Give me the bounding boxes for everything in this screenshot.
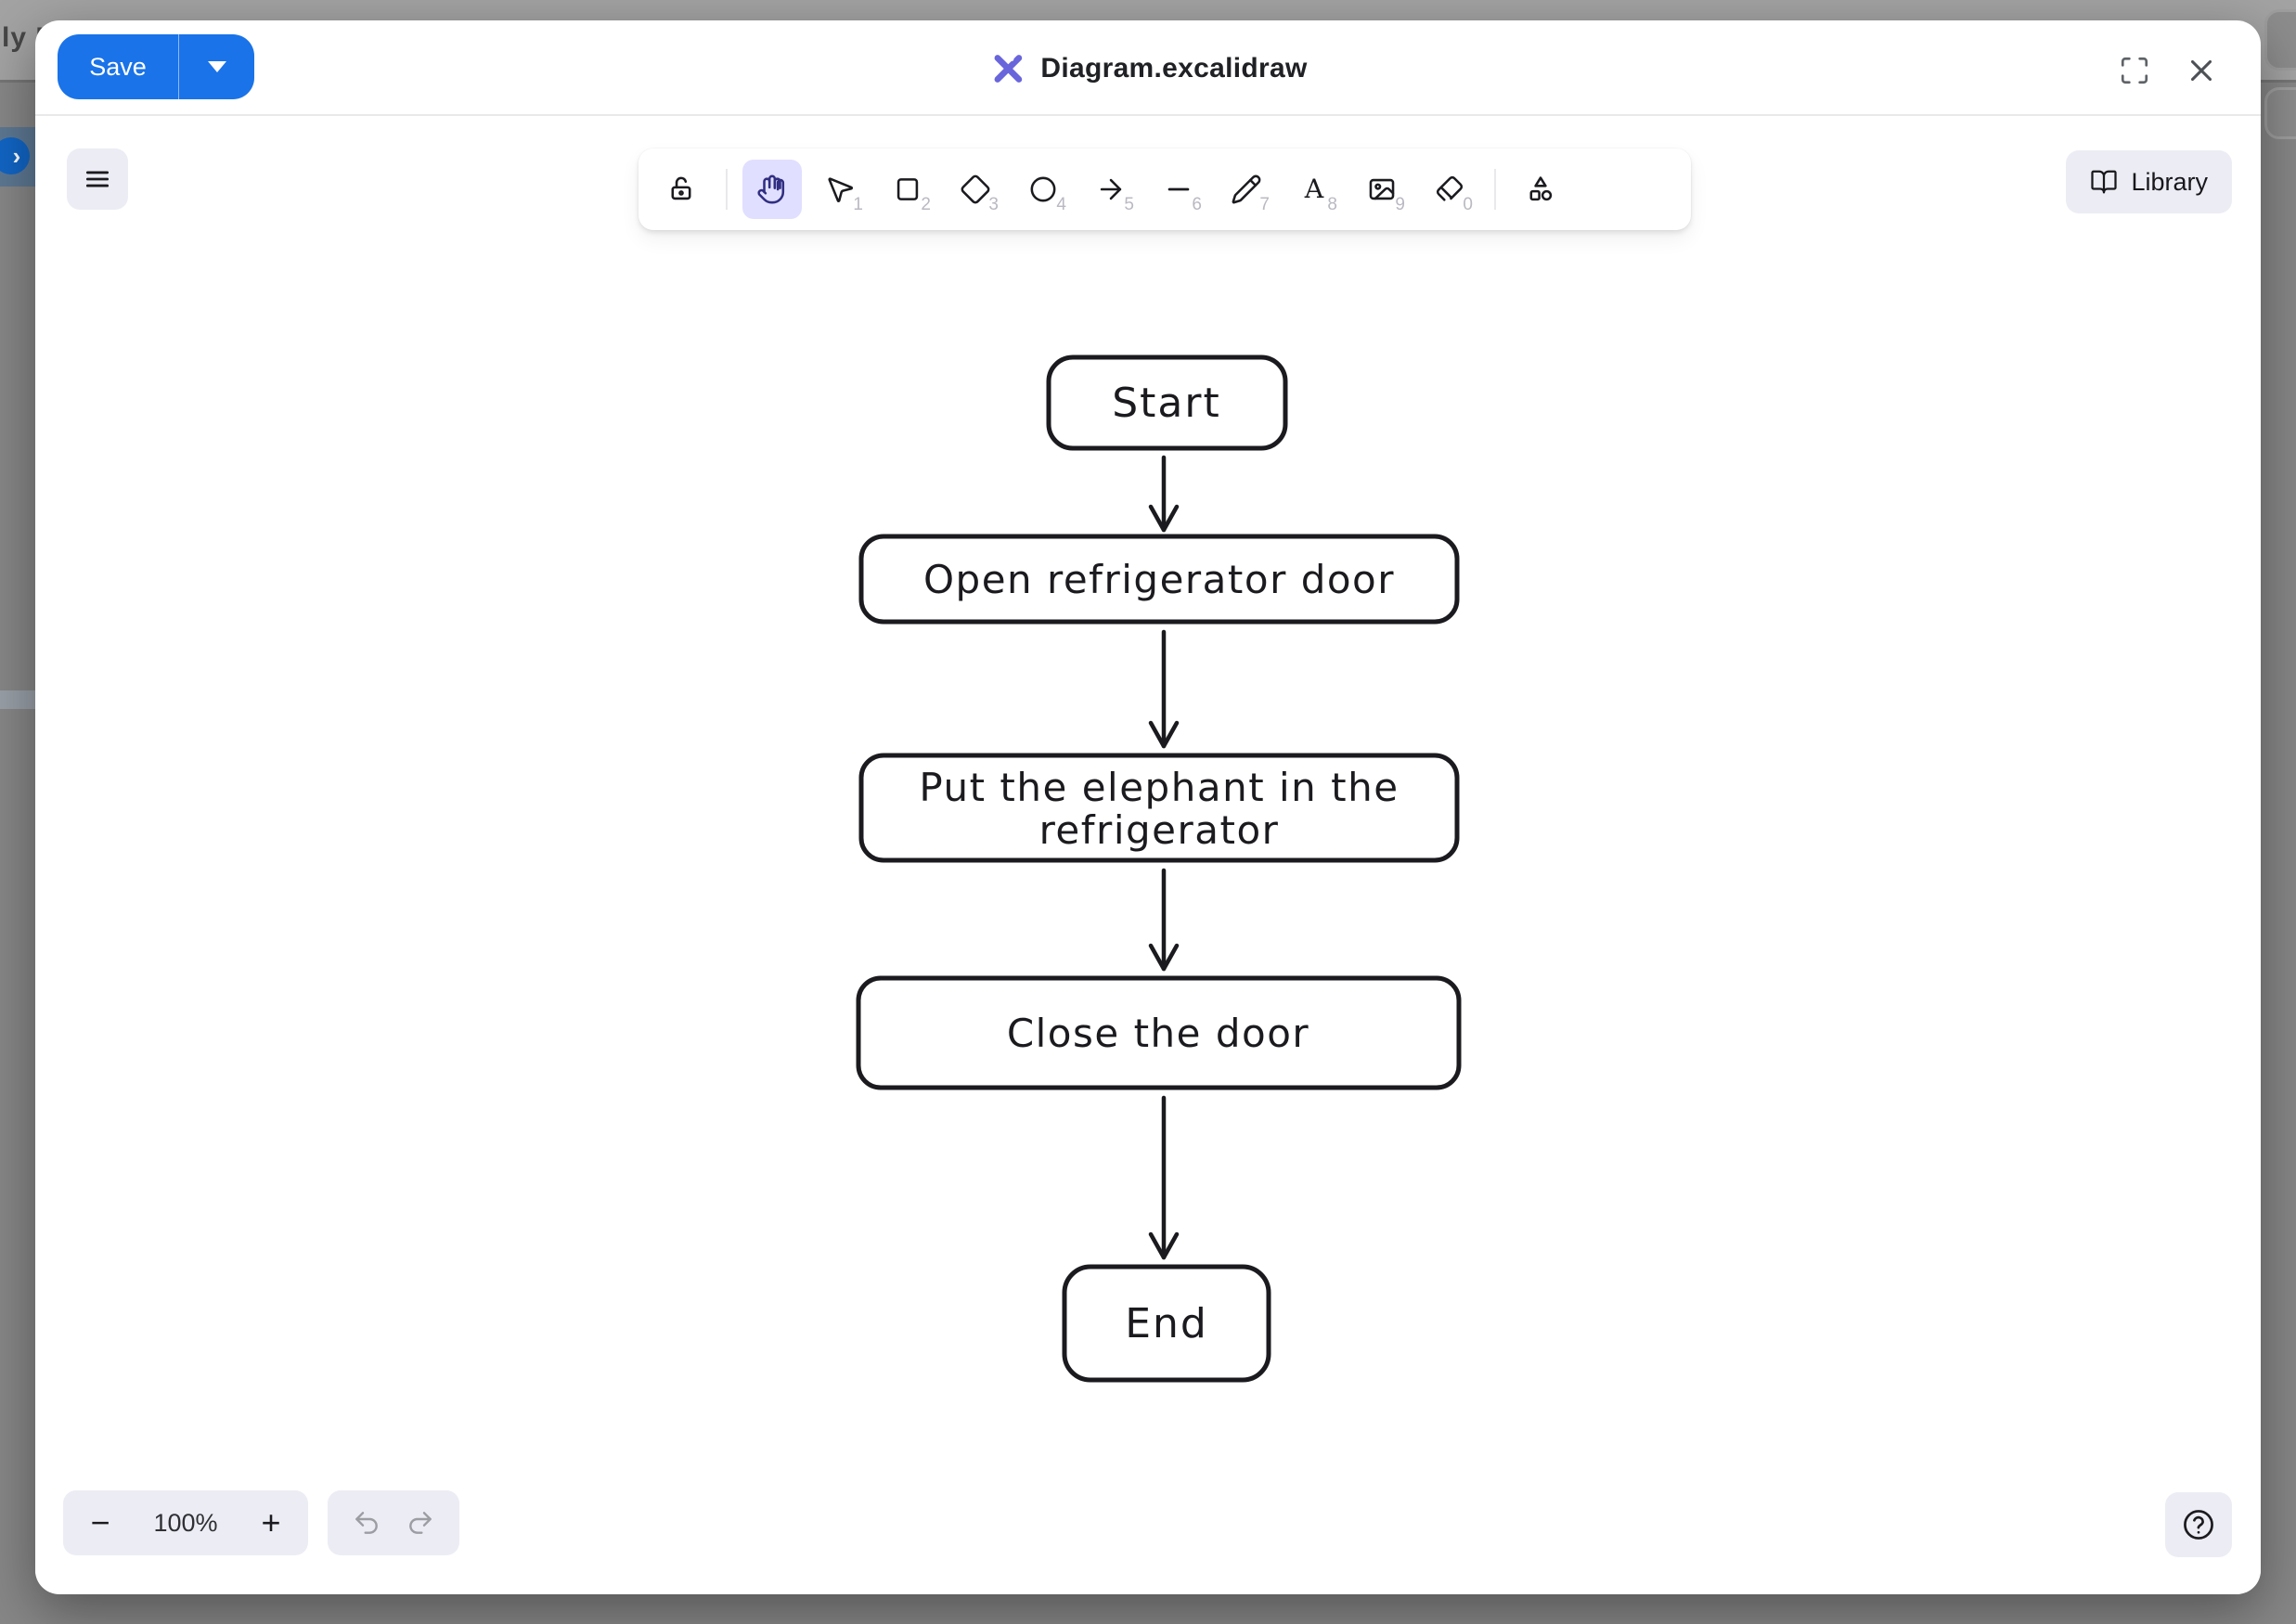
library-button[interactable]: Library: [2066, 150, 2232, 213]
help-icon: [2181, 1507, 2216, 1542]
shapes-icon: [1525, 174, 1556, 205]
shortcut-label: 4: [1056, 195, 1066, 214]
text-tool-button[interactable]: A 8: [1284, 160, 1344, 219]
undo-button[interactable]: [352, 1508, 381, 1538]
diamond-tool-button[interactable]: 3: [946, 160, 1005, 219]
pencil-icon: [1231, 174, 1262, 205]
line-icon: [1163, 174, 1194, 205]
redo-icon: [406, 1508, 435, 1538]
zoom-level[interactable]: 100%: [153, 1508, 218, 1537]
lock-tool-button[interactable]: [651, 160, 711, 219]
toolbar-divider: [1494, 169, 1496, 210]
diamond-icon: [960, 174, 991, 205]
flowchart-node-end[interactable]: [1062, 1264, 1271, 1383]
book-icon: [2090, 168, 2118, 196]
background-card: [2264, 87, 2296, 139]
chevron-down-icon: [207, 61, 226, 72]
shortcut-label: 8: [1327, 195, 1337, 214]
flowchart-node-open[interactable]: [858, 534, 1460, 625]
flowchart-node-label: Start: [1112, 380, 1221, 427]
rectangle-tool-button[interactable]: 2: [878, 160, 937, 219]
menu-icon: [82, 163, 113, 195]
excalidraw-logo-icon: [988, 49, 1027, 88]
flowchart-arrow[interactable]: [1148, 455, 1180, 533]
arrow-tool-button[interactable]: 5: [1081, 160, 1141, 219]
document-title: Diagram.excalidraw: [1040, 52, 1308, 84]
draw-tool-button[interactable]: 7: [1217, 160, 1276, 219]
flowchart-node-label: End: [1125, 1300, 1208, 1347]
flowchart-node-put[interactable]: [858, 753, 1460, 863]
shortcut-label: 1: [853, 195, 863, 214]
document-title-group: Diagram.excalidraw: [988, 20, 1307, 116]
image-tool-button[interactable]: 9: [1352, 160, 1412, 219]
flowchart-node-label: Open refrigerator door: [923, 557, 1395, 602]
modal-header: Save Diagram.excalidraw: [35, 20, 2261, 116]
more-shapes-tool-button[interactable]: [1511, 160, 1570, 219]
canvas[interactable]: Start Open refrigerator door Put the ele…: [35, 116, 2261, 1592]
close-button[interactable]: [2181, 50, 2222, 91]
line-tool-button[interactable]: 6: [1149, 160, 1208, 219]
background-expand-button: ›: [0, 137, 30, 174]
flowchart-arrow[interactable]: [1148, 1095, 1180, 1260]
flowchart-node-label: Put the elephant in the: [919, 765, 1399, 810]
eraser-tool-button[interactable]: 0: [1420, 160, 1479, 219]
main-menu-button[interactable]: [67, 148, 128, 210]
arrow-icon: [1095, 174, 1127, 205]
hand-icon: [756, 174, 788, 205]
ellipse-tool-button[interactable]: 4: [1013, 160, 1073, 219]
help-button[interactable]: [2165, 1492, 2232, 1557]
save-button[interactable]: Save: [58, 34, 178, 99]
save-button-group: Save: [58, 34, 254, 99]
shortcut-label: 2: [921, 195, 931, 214]
flowchart-node-label: Close the door: [1007, 1011, 1309, 1056]
shortcut-label: 9: [1395, 195, 1405, 214]
ellipse-icon: [1027, 174, 1059, 205]
zoom-controls: − 100% +: [63, 1490, 308, 1555]
shortcut-label: 7: [1259, 195, 1270, 214]
tool-island: 1 2 3: [638, 148, 1691, 230]
flowchart-node-start[interactable]: [1046, 354, 1288, 451]
lock-open-icon: [665, 174, 697, 205]
background-row: [0, 690, 35, 709]
history-controls: [328, 1490, 459, 1555]
background-card: [2264, 9, 2296, 71]
flowchart-canvas: Start Open refrigerator door Put the ele…: [856, 354, 1462, 1383]
redo-button[interactable]: [406, 1508, 435, 1538]
svg-text:A: A: [1304, 174, 1324, 204]
selection-tool-button[interactable]: 1: [810, 160, 870, 219]
eraser-icon: [1434, 174, 1465, 205]
close-icon: [2184, 53, 2219, 88]
image-icon: [1366, 174, 1398, 205]
toolbar-divider: [726, 169, 728, 210]
shortcut-label: 3: [988, 195, 999, 214]
rectangle-icon: [892, 174, 923, 205]
shortcut-label: 5: [1124, 195, 1134, 214]
flowchart-arrow[interactable]: [1148, 868, 1180, 972]
mouse-pointer-icon: [824, 174, 856, 205]
fullscreen-icon: [2119, 55, 2150, 86]
flowchart-node-label: refrigerator: [1039, 807, 1280, 853]
zoom-out-button[interactable]: −: [63, 1490, 137, 1555]
flowchart-node-close[interactable]: [856, 975, 1462, 1090]
hand-tool-button[interactable]: [742, 160, 802, 219]
library-label: Library: [2131, 167, 2208, 196]
save-dropdown-button[interactable]: [178, 34, 254, 99]
undo-icon: [352, 1508, 381, 1538]
text-icon: A: [1298, 174, 1330, 205]
excalidraw-modal: Save Diagram.excalidraw: [35, 20, 2261, 1594]
shortcut-label: 6: [1192, 195, 1202, 214]
zoom-in-button[interactable]: +: [234, 1490, 308, 1555]
flowchart-arrow[interactable]: [1148, 629, 1180, 749]
fullscreen-button[interactable]: [2114, 50, 2155, 91]
shortcut-label: 0: [1463, 195, 1473, 214]
